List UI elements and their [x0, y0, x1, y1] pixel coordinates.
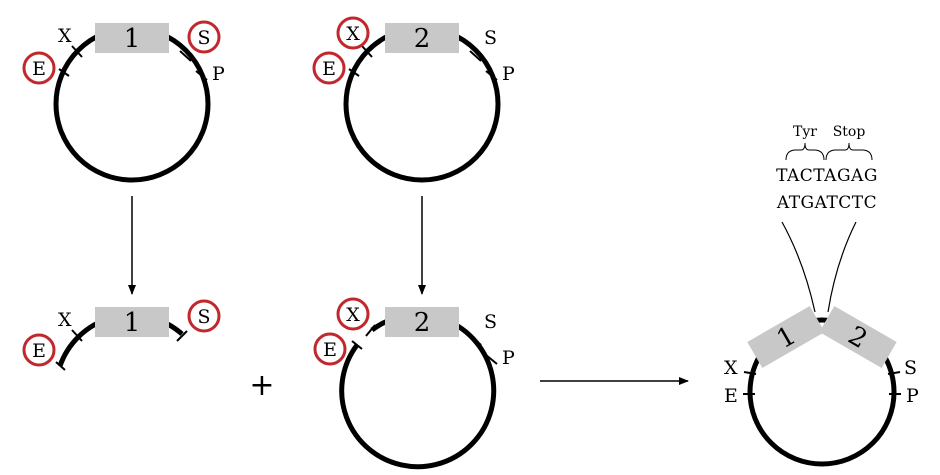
part-2-box: [385, 307, 459, 337]
pstI-site-label: P: [906, 385, 919, 407]
part-1-box: [95, 23, 169, 53]
scar-callout-right: [827, 221, 857, 313]
speI-site-label: S: [484, 311, 497, 333]
xbaI-highlight-circle: [336, 297, 370, 331]
plasmid-2-intact: 2 X E S P: [312, 16, 515, 183]
pstI-site-label: P: [502, 347, 515, 369]
scar-bottom-strand: ATGATCTC: [776, 193, 877, 213]
xbaI-highlight-circle: [336, 16, 370, 50]
speI-cut-end: [176, 330, 188, 342]
part-2-label: 2: [414, 24, 431, 54]
pstI-site-tick: [485, 354, 498, 365]
stop-codon-brace: [825, 142, 873, 161]
scar-sequence: Tyr Stop TACTAGAG ATGATCTC: [776, 124, 878, 213]
pstI-site-tick: [195, 70, 208, 81]
xbaI-site-tick: [71, 329, 83, 342]
ecoRI-highlight-circle: [313, 332, 347, 366]
ecoRI-highlight-circle: [22, 51, 56, 85]
xbaI-site-label: X: [58, 25, 72, 47]
pstI-site-tick: [485, 70, 498, 81]
xbaI-site-tick: [361, 45, 373, 58]
speI-site-tick: [469, 334, 482, 346]
ecoRI-site-tick: [348, 68, 360, 77]
speI-site-tick: [179, 50, 192, 62]
speI-site-label: S: [197, 27, 210, 49]
plasmid-1-intact: 1 X E S P: [22, 20, 225, 183]
speI-highlight-circle: [187, 299, 221, 333]
scar-callout-left: [781, 221, 816, 313]
tyr-codon-brace: [785, 142, 825, 161]
pstI-site-label: P: [212, 63, 225, 85]
codon-tyr-label: Tyr: [793, 124, 817, 140]
ecoRI-site-label: E: [323, 339, 337, 361]
part-2-box: [819, 306, 897, 368]
speI-site-tick: [469, 50, 482, 62]
part-1-label: 1: [124, 308, 141, 338]
part-1-box: [95, 307, 169, 337]
composite-plasmid: 1 2 X E S P: [724, 221, 919, 467]
xbaI-cut-end: [365, 324, 376, 337]
xbaI-site-label: X: [724, 357, 738, 379]
part-2-box: [385, 23, 459, 53]
xbaI-site-label: X: [58, 309, 72, 331]
scar-top-strand: TACTAGAG: [776, 166, 878, 186]
part-1-insert-fragment: 1 X E S: [22, 299, 221, 371]
plus-sign: +: [249, 368, 274, 403]
xbaI-site-tick: [743, 371, 757, 375]
ecoRI-site-tick: [58, 68, 70, 77]
ecoRI-highlight-circle: [22, 333, 56, 367]
xbaI-site-label: X: [346, 23, 360, 45]
ecoRI-site-label: E: [32, 340, 46, 362]
speI-highlight-circle: [187, 20, 221, 54]
part-2-label: 2: [414, 308, 431, 338]
plasmid-2-open-vector: 2 X E S P: [313, 297, 515, 470]
pstI-site-label: P: [502, 63, 515, 85]
xbaI-site-label: X: [346, 304, 360, 326]
xbaI-site-tick: [71, 45, 83, 58]
part-1-label: 1: [124, 24, 141, 54]
speI-site-label: S: [904, 357, 917, 379]
speI-site-label: S: [484, 27, 497, 49]
codon-stop-label: Stop: [833, 124, 866, 140]
speI-site-tick: [887, 371, 901, 375]
composite-backbone: [747, 317, 897, 467]
ecoRI-cut-end: [55, 361, 66, 371]
part-1-box: [747, 306, 825, 368]
ecoRI-cut-end: [351, 340, 363, 350]
ecoRI-site-label: E: [724, 385, 738, 407]
ecoRI-site-label: E: [32, 58, 46, 80]
speI-site-label: S: [197, 306, 210, 328]
ecoRI-site-label: E: [322, 58, 336, 80]
ecoRI-highlight-circle: [312, 51, 346, 85]
